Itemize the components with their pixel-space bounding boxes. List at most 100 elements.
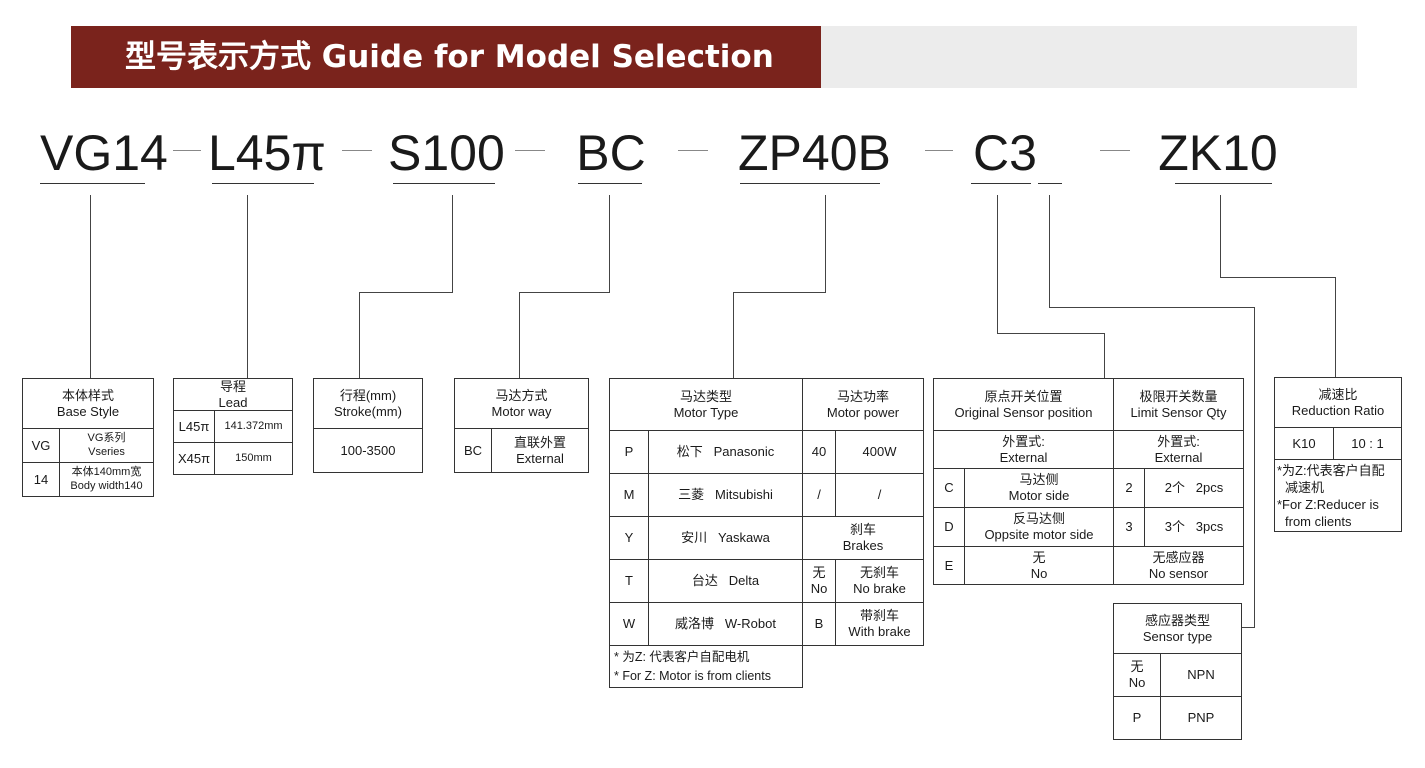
table-row: M 三菱 Mitsubishi	[609, 473, 803, 517]
base-style-desc-en: Body width140	[70, 479, 143, 492]
sensor-type-value: NPN	[1160, 653, 1242, 697]
underline-base-style	[40, 183, 145, 184]
connector-line	[247, 195, 248, 378]
segment-lead: L45π	[208, 125, 326, 181]
limit-sensor-none-cn: 无感应器	[1152, 549, 1205, 565]
base-style-code: VG	[22, 428, 60, 463]
connector-line	[519, 292, 520, 378]
lead-title-en: Lead	[218, 394, 248, 410]
reduction-value: 10 : 1	[1333, 427, 1402, 460]
sensor-type-title-en: Sensor type	[1142, 628, 1213, 644]
separator-dash	[678, 150, 708, 151]
underline-motor-way	[578, 183, 642, 184]
separator-dash	[515, 150, 545, 151]
motor-type-code: Y	[609, 516, 649, 560]
brake-desc-en: With brake	[848, 624, 911, 639]
lead-code: L45π	[173, 410, 215, 444]
limit-sensor-external-en: External	[1154, 449, 1203, 465]
table-row: X45π 150mm	[173, 442, 293, 476]
sensor-type-title-cn: 感应器类型	[1144, 612, 1210, 628]
stroke-range: 100-3500	[313, 428, 423, 473]
separator-dash	[925, 150, 953, 151]
table-row: T 台达 Delta	[609, 559, 803, 603]
base-style-desc-cn: 本体140mm宽	[71, 466, 142, 479]
connector-line	[1049, 195, 1050, 307]
original-sensor-desc-cn: 反马达侧	[1012, 511, 1065, 527]
segment-sensor: C3	[973, 125, 1037, 181]
limit-sensor-code: 3	[1113, 507, 1145, 547]
table-row: 100-3500	[313, 428, 423, 473]
limit-sensor-external-cn: 外置式:	[1157, 433, 1200, 449]
motor-power-code: /	[802, 473, 836, 517]
segment-motor-way: BC	[576, 125, 646, 181]
connector-line	[1254, 307, 1255, 627]
original-sensor-desc-cn: 无	[1032, 549, 1046, 565]
limit-sensor-qty-cn: 3个	[1164, 519, 1185, 535]
brake-desc-en: No brake	[853, 581, 906, 596]
header-banner	[71, 26, 821, 88]
limit-sensor-code: 2	[1113, 468, 1145, 508]
motor-brand-cn: 三菱	[678, 487, 705, 503]
motor-brand-cn: 松下	[676, 444, 703, 460]
table-row: P 松下 Panasonic	[609, 430, 803, 474]
connector-line	[733, 292, 734, 378]
separator-dash	[173, 150, 201, 151]
segment-motor: ZP40B	[738, 125, 891, 181]
header-banner-extension	[821, 26, 1357, 88]
connector-line	[1335, 277, 1336, 377]
limit-sensor-qty-en: 2pcs	[1195, 480, 1224, 496]
sensor-type-code-en: No	[1128, 675, 1146, 690]
segment-stroke: S100	[388, 125, 505, 181]
limit-sensor-qty-cn: 2个	[1164, 480, 1185, 496]
base-style-desc-en: Vseries	[88, 445, 125, 458]
connector-line	[519, 292, 610, 293]
limit-sensor-title-cn: 极限开关数量	[1139, 388, 1218, 404]
reduction-title-en: Reduction Ratio	[1291, 402, 1385, 418]
connector-line	[1220, 195, 1221, 277]
table-row: 2 2个 2pcs	[1113, 468, 1244, 508]
connector-line	[1241, 627, 1255, 628]
motor-power-value: 400W	[835, 430, 924, 474]
base-style-desc-cn: VG系列	[87, 432, 126, 445]
underline-sensor-type	[1038, 183, 1062, 184]
sensor-type-code-cn: 无	[1130, 659, 1144, 675]
connector-line	[359, 292, 360, 378]
motor-brand-en: Mitsubishi	[715, 487, 773, 503]
table-row: L45π 141.372mm	[173, 410, 293, 444]
table-row: Y 安川 Yaskawa	[609, 516, 803, 560]
original-sensor-desc-en: Motor side	[1008, 488, 1070, 503]
stroke-table: 行程(mm)Stroke(mm) 100-3500	[313, 378, 423, 473]
motor-brand-en: Delta	[728, 573, 760, 589]
brake-desc-cn: 无刹车	[859, 565, 899, 581]
original-sensor-title-en: Original Sensor position	[954, 404, 1093, 420]
reduction-note-line: 减速机	[1285, 479, 1325, 495]
reduction-note-line: *For Z:Reducer is	[1277, 496, 1379, 512]
connector-line	[1104, 333, 1105, 379]
table-row: P PNP	[1113, 696, 1242, 740]
original-sensor-code: D	[933, 507, 965, 547]
motor-brand-en: Panasonic	[713, 444, 775, 460]
motor-type-code: T	[609, 559, 649, 603]
table-row: / /	[802, 473, 924, 517]
original-sensor-code: C	[933, 468, 965, 508]
motor-power-title-cn: 马达功率	[836, 388, 889, 404]
sensor-type-value: PNP	[1160, 696, 1242, 740]
connector-line	[825, 195, 826, 292]
segment-base-style: VG14	[40, 125, 168, 181]
connector-line	[452, 195, 453, 292]
brake-desc-cn: 带刹车	[859, 608, 899, 624]
reduction-note-line: from clients	[1285, 513, 1352, 529]
original-sensor-external-cn: 外置式:	[1002, 433, 1045, 449]
